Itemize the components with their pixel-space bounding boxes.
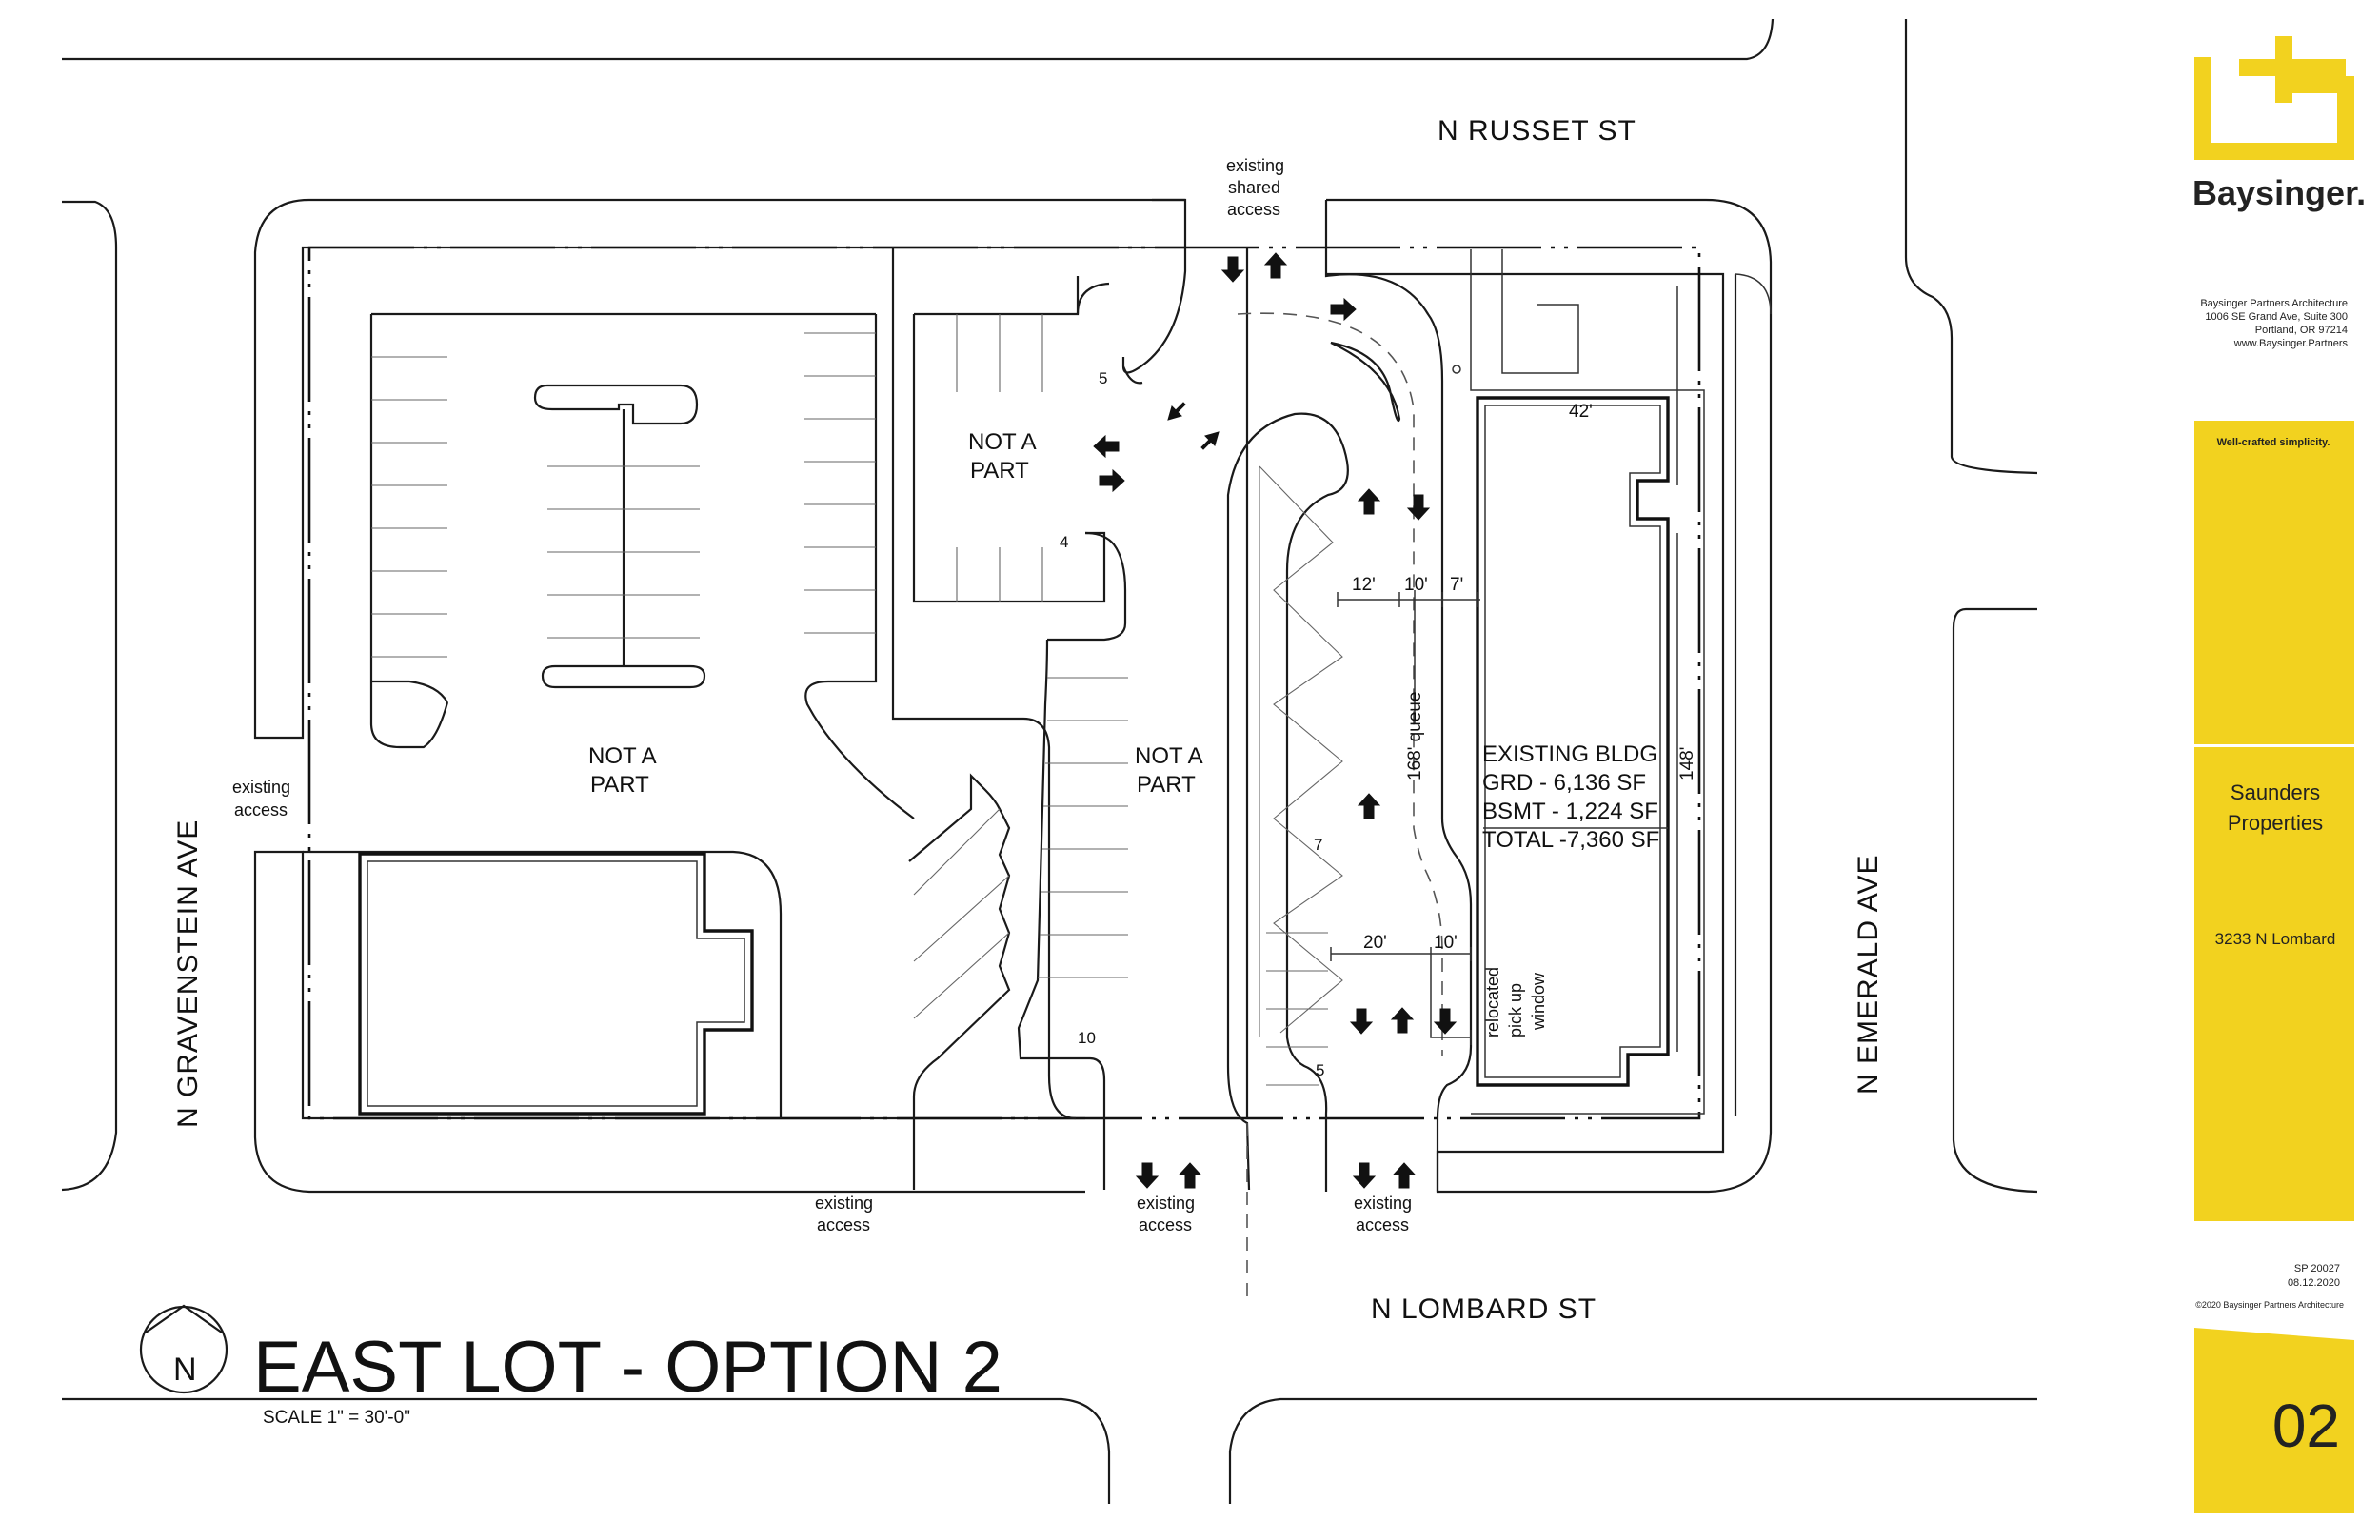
access-note-shared: existing (1226, 156, 1284, 175)
stall-count: 5 (1316, 1061, 1324, 1079)
sheet-scale: SCALE 1" = 30'-0" (263, 1408, 410, 1428)
not-a-part-label-middle: NOT A (1135, 743, 1203, 769)
pickup-window-note: window (1529, 972, 1548, 1031)
access-note-west: access (234, 800, 288, 819)
project-panel (2194, 747, 2354, 1221)
street-label-west: N GRAVENSTEIN AVE (172, 819, 204, 1128)
north-arrow (139, 1304, 228, 1394)
baysinger-logo-icon (2194, 36, 2354, 160)
dimension-label: 148' (1677, 747, 1697, 780)
copyright: ©2020 Baysinger Partners Architecture (2195, 1300, 2344, 1310)
dimension-label: 42' (1569, 402, 1593, 422)
not-a-part-label-west: NOT A (588, 743, 657, 769)
project-address: 3233 N Lombard (2215, 930, 2336, 948)
dimension-label: 10' (1404, 575, 1428, 595)
stall-count: 4 (1060, 533, 1068, 551)
building-area-total: TOTAL -7,360 SF (1482, 827, 1659, 853)
sheet-title: EAST LOT - OPTION 2 (253, 1327, 1002, 1408)
not-a-part-label-north: PART (970, 458, 1029, 484)
project-date: 08.12.2020 (2288, 1277, 2340, 1289)
street-label-south: N LOMBARD ST (1371, 1293, 1597, 1325)
firm-city: Portland, OR 97214 (2255, 325, 2348, 336)
access-note-west: existing (232, 778, 290, 797)
firm-address: 1006 SE Grand Ave, Suite 300 (2205, 311, 2348, 323)
drive-thru-lot (1226, 200, 1705, 1304)
building-area-basement: BSMT - 1,224 SF (1482, 799, 1658, 824)
tagline-panel (2194, 421, 2354, 744)
access-note-shared: shared (1228, 178, 1280, 197)
dimension-label: 7' (1450, 575, 1463, 595)
middle-drive-aisle (908, 365, 1143, 1190)
building-label: EXISTING BLDG (1482, 741, 1657, 767)
not-a-part-label-west: PART (590, 772, 649, 798)
sheet-number-panel (2194, 1328, 2354, 1513)
client-name: Saunders (2231, 780, 2320, 804)
access-note-south-2: access (1139, 1215, 1192, 1234)
sidewalk-outline (253, 198, 1773, 1194)
pickup-window-note: relocated (1483, 967, 1502, 1037)
building-area-ground: GRD - 6,136 SF (1482, 770, 1646, 796)
not-a-part-label-north: NOT A (968, 429, 1037, 455)
client-name: Properties (2228, 811, 2323, 835)
street-label-north: N RUSSET ST (1438, 115, 1636, 147)
dimension-lines (1330, 590, 1480, 1045)
queue-length-label: 168' queue (1405, 692, 1425, 780)
access-note-south-1: access (817, 1215, 870, 1234)
brand-name: Baysinger. (2192, 173, 2366, 212)
street-label-east: N EMERALD AVE (1853, 854, 1884, 1095)
street-curbs (61, 18, 2038, 1504)
north-arrow-label: N (173, 1352, 197, 1388)
not-a-part-label-middle: PART (1137, 772, 1196, 798)
stall-count: 10 (1078, 1029, 1096, 1047)
dimension-label: 10' (1434, 933, 1458, 953)
firm-website: www.Baysinger.Partners (2233, 338, 2349, 349)
access-note-south-1: existing (815, 1194, 873, 1213)
pickup-window-note: pick up (1506, 983, 1525, 1037)
middle-not-a-part-parcel (891, 198, 1187, 1120)
west-parking-lot (369, 312, 915, 819)
stall-count: 5 (1099, 369, 1107, 387)
access-note-south-2: existing (1137, 1194, 1195, 1213)
dimension-label: 12' (1352, 575, 1376, 595)
firm-name: Baysinger Partners Architecture (2200, 298, 2348, 309)
access-note-shared: access (1227, 200, 1280, 219)
stall-count: 7 (1314, 836, 1322, 854)
access-note-south-3: existing (1354, 1194, 1412, 1213)
sheet-number: 02 (2272, 1392, 2340, 1460)
title-block: Baysinger. Baysinger Partners Architectu… (2192, 36, 2366, 1513)
access-note-south-3: access (1356, 1215, 1409, 1234)
property-line (307, 246, 1701, 1120)
dimension-label: 20' (1363, 933, 1387, 953)
tagline: Well-crafted simplicity. (2217, 437, 2330, 448)
west-not-a-part-parcel (303, 850, 783, 1118)
traffic-arrows (1093, 252, 1458, 1189)
project-number: SP 20027 (2294, 1263, 2340, 1274)
